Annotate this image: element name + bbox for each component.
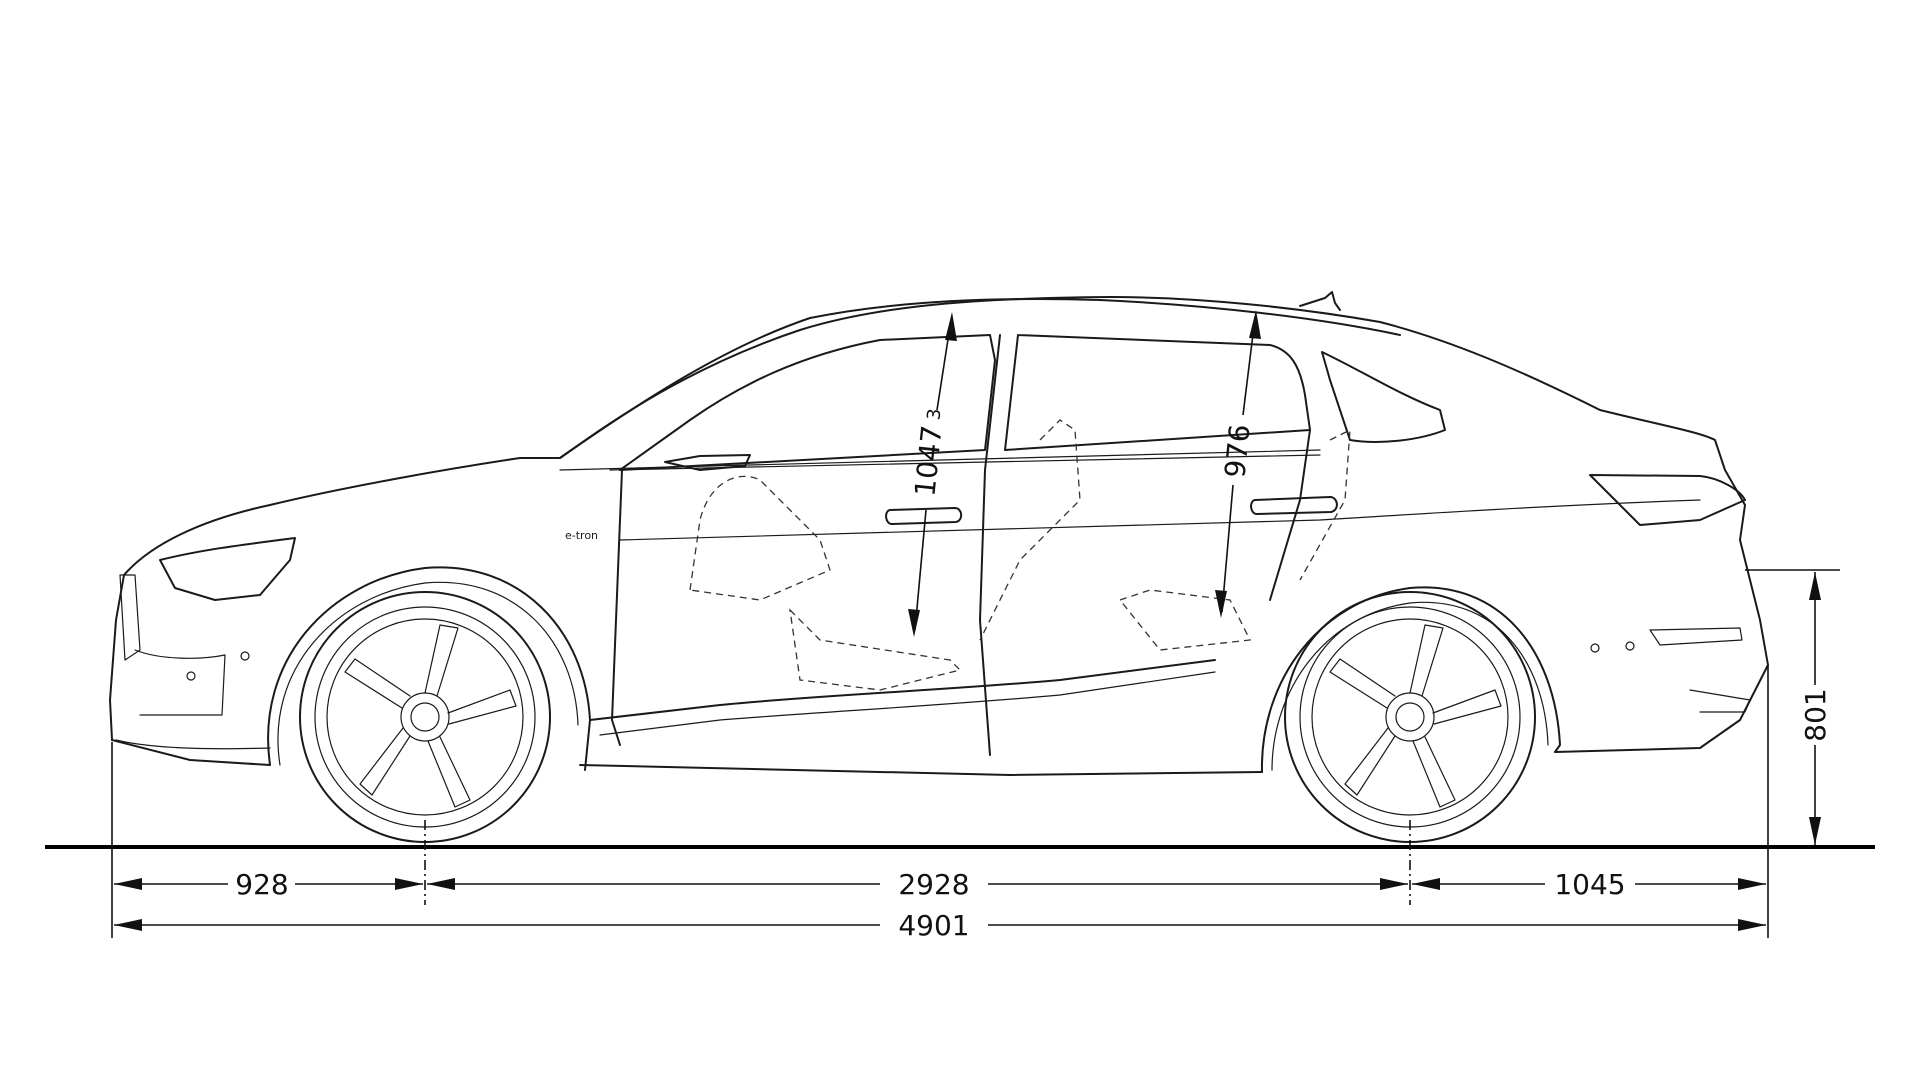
rear-headroom-label: 976 (1218, 423, 1256, 480)
car-body-outline (109, 291, 1769, 776)
rear-wheel (1284, 591, 1536, 843)
front-wheel (299, 591, 551, 843)
seat-outlines (689, 419, 1351, 691)
dimension-rear-height: 801 (1799, 572, 1832, 845)
extension-lines (111, 569, 1840, 938)
overall-length-label: 4901 (898, 909, 969, 942)
dimension-rear-headroom: 976 (1215, 310, 1261, 618)
wheelbase-label: 2928 (898, 868, 969, 901)
dimension-overall-length: 4901 (114, 909, 1766, 942)
front-headroom-label: 1047 (908, 424, 948, 498)
rear-overhang-label: 1045 (1554, 868, 1625, 901)
dimension-wheelbase: 2928 (427, 868, 1408, 901)
front-overhang-label: 928 (235, 868, 288, 901)
rear-height-label: 801 (1799, 688, 1832, 741)
e-tron-badge: e-tron (565, 529, 598, 542)
dimension-front-overhang: 928 (114, 868, 423, 901)
front-headroom-footnote: 3 (923, 408, 945, 422)
dimension-rear-overhang: 1045 (1412, 868, 1766, 901)
dimension-front-headroom: 1047 3 (908, 312, 957, 637)
